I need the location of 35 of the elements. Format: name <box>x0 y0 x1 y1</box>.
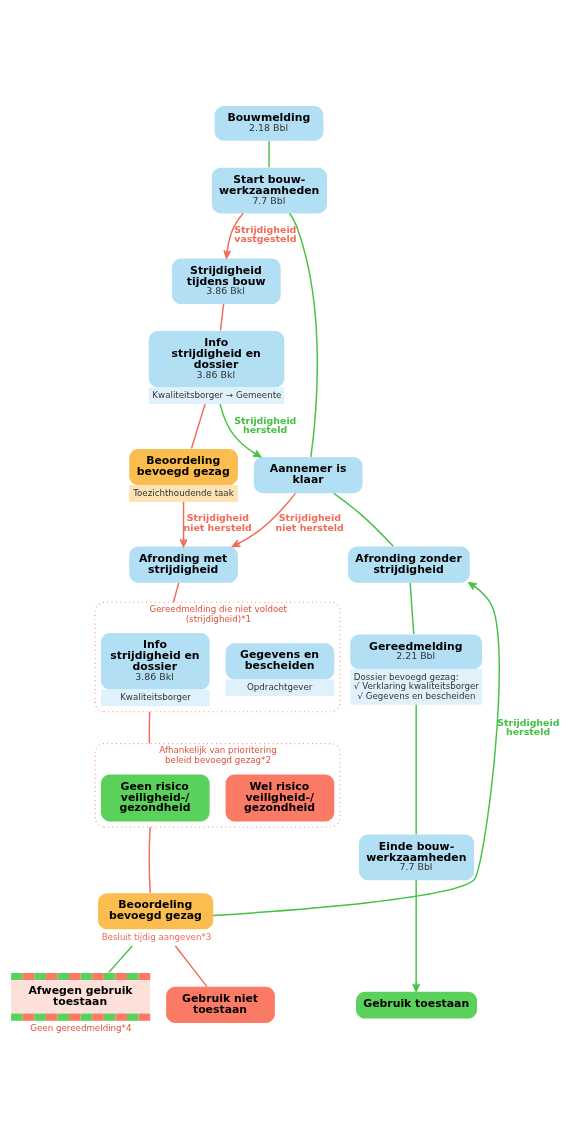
node-box: Aannemer is klaar <box>253 456 363 493</box>
arrow <box>179 500 188 547</box>
node-box: Geen risico veiligheid-/ gezondheid <box>100 773 210 821</box>
edge-label: Strijdigheid niet hersteld <box>183 511 252 533</box>
connector <box>409 581 415 635</box>
node-box: Afronding zonder strijdigheid <box>348 546 470 583</box>
edge-label: Strijdigheid hersteld <box>497 716 560 737</box>
connector <box>107 944 133 973</box>
connector <box>148 825 151 894</box>
edge-label: Strijdigheid niet hersteld <box>275 511 344 533</box>
node-box: Strijdigheid tijdens bouw 3.86 Bkl <box>171 257 281 304</box>
connector <box>148 710 151 744</box>
connector <box>190 402 206 449</box>
node-box: Gebruik toestaan <box>356 991 478 1019</box>
edge-label: Strijdigheid hersteld <box>234 414 297 435</box>
connector <box>174 944 208 987</box>
connector <box>172 581 180 603</box>
connector <box>288 212 318 458</box>
connector <box>415 703 417 835</box>
node-box: Afronding met strijdigheid <box>129 546 238 583</box>
arrow <box>231 492 297 547</box>
connector <box>219 302 225 331</box>
node-box: Start bouw- werkzaamheden 7.7 Bbl <box>211 167 328 213</box>
node-label: Geen gereedmelding*4 <box>30 1022 132 1033</box>
node-box: Bouwmelding 2.18 Bbl <box>214 105 324 141</box>
connector <box>268 139 270 168</box>
node-box: Wel risico veiligheid-/ gezondheid <box>225 773 335 821</box>
arrow <box>223 211 244 259</box>
arrow <box>212 581 500 916</box>
node-box: Einde bouw- werkzaamheden 7.7 Bbl <box>358 834 475 880</box>
node-box: Gebruik niet toestaan <box>166 986 275 1023</box>
connector <box>333 492 394 547</box>
arrow <box>412 878 421 992</box>
edge-label: Strijdigheid vastgesteld <box>234 223 297 244</box>
arrow <box>219 402 262 458</box>
